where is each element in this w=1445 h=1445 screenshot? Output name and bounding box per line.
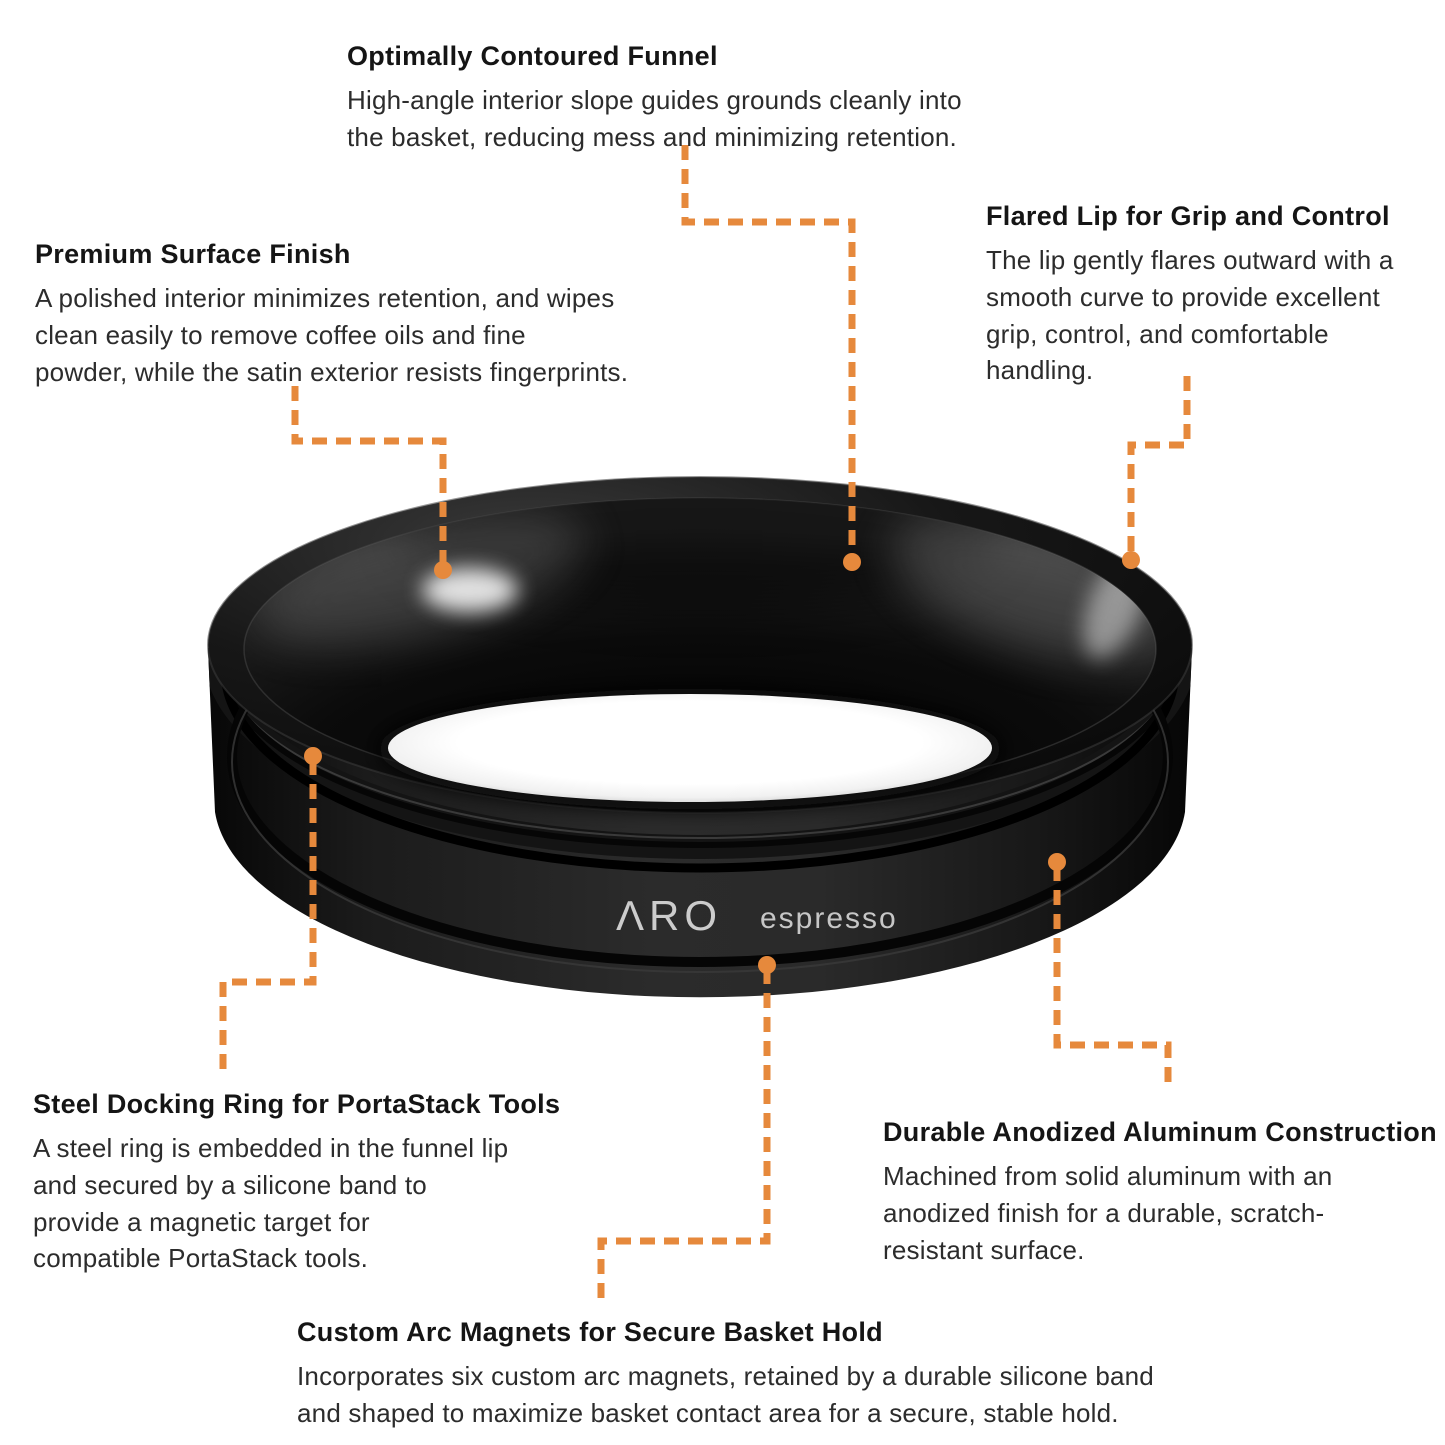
callout-magnets: Custom Arc Magnets for Secure Basket Hol…	[297, 1316, 1297, 1432]
dot-magnets	[758, 956, 776, 974]
dot-funnel	[843, 553, 861, 571]
callout-lip: Flared Lip for Grip and Control The lip …	[986, 200, 1441, 389]
callout-aluminum-title: Durable Anodized Aluminum Construction	[883, 1117, 1437, 1147]
dot-surface	[434, 561, 452, 579]
callout-docking: Steel Docking Ring for PortaStack Tools …	[33, 1088, 613, 1277]
funnel-hole	[388, 694, 992, 802]
callout-lip-title: Flared Lip for Grip and Control	[986, 201, 1390, 231]
callout-docking-body: A steel ring is embedded in the funnel l…	[33, 1132, 509, 1274]
leader-aluminum	[1053, 866, 1172, 1090]
dosing-funnel: ΛRO espresso	[207, 476, 1193, 998]
callout-aluminum-body: Machined from solid aluminum with an ano…	[883, 1160, 1333, 1265]
brand-logo-aro: ΛRO	[616, 892, 722, 939]
leader-docking	[219, 760, 317, 1070]
callout-magnets-body: Incorporates six custom arc magnets, ret…	[297, 1360, 1154, 1428]
dot-docking	[304, 747, 322, 765]
callout-surface-body: A polished interior minimizes retention,…	[35, 282, 629, 387]
dot-aluminum	[1048, 853, 1066, 871]
callout-docking-title: Steel Docking Ring for PortaStack Tools	[33, 1089, 561, 1119]
callout-surface-title: Premium Surface Finish	[35, 239, 351, 269]
callout-surface: Premium Surface Finish A polished interi…	[35, 238, 695, 390]
leader-surface	[291, 386, 447, 566]
leader-dots	[304, 551, 1140, 974]
callout-lip-body: The lip gently flares outward with a smo…	[986, 244, 1394, 386]
leader-funnel	[681, 145, 856, 558]
callout-aluminum: Durable Anodized Aluminum Construction M…	[883, 1116, 1438, 1268]
brand-logo-espresso: espresso	[760, 902, 898, 935]
leader-magnets	[597, 969, 771, 1298]
leader-lines	[219, 145, 1191, 1298]
leader-lip	[1127, 376, 1191, 557]
callout-funnel: Optimally Contoured Funnel High-angle in…	[347, 40, 1047, 156]
callout-funnel-body: High-angle interior slope guides grounds…	[347, 84, 962, 152]
dot-lip	[1122, 551, 1140, 569]
callout-funnel-title: Optimally Contoured Funnel	[347, 41, 718, 71]
callout-magnets-title: Custom Arc Magnets for Secure Basket Hol…	[297, 1317, 883, 1347]
